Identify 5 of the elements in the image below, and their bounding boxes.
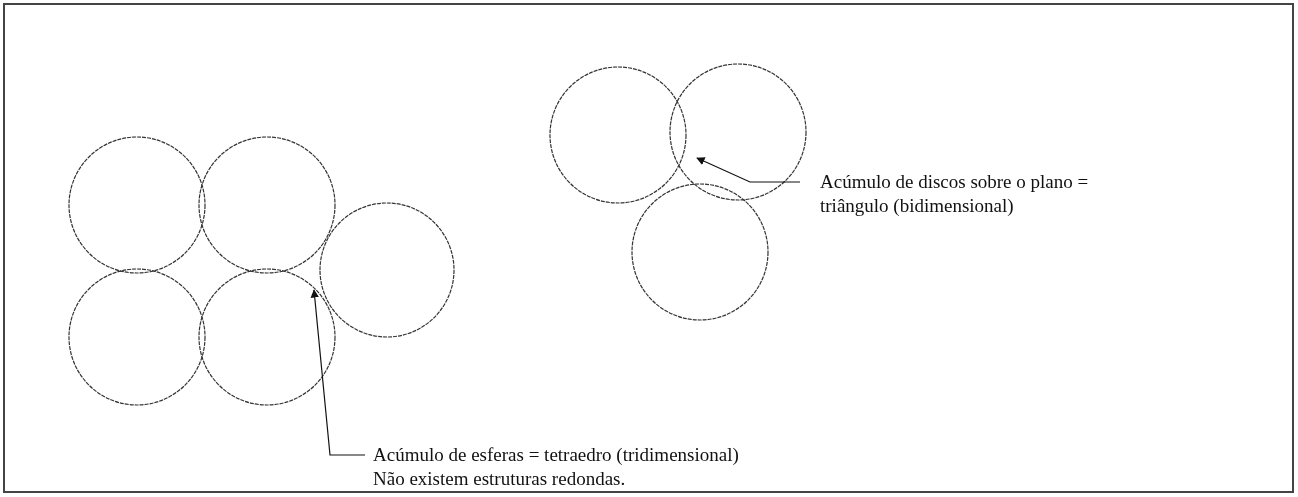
annotation-text: Acúmulo de esferas = tetraedro (tridimensional) xyxy=(373,443,740,467)
annotation-text: Acúmulo de discos sobre o plano = triângulo (bidimensional) xyxy=(820,170,1090,218)
leader-line xyxy=(696,157,801,183)
annotation-text: Não existem estruturas redondas. xyxy=(373,467,627,491)
leader-line xyxy=(310,289,366,456)
